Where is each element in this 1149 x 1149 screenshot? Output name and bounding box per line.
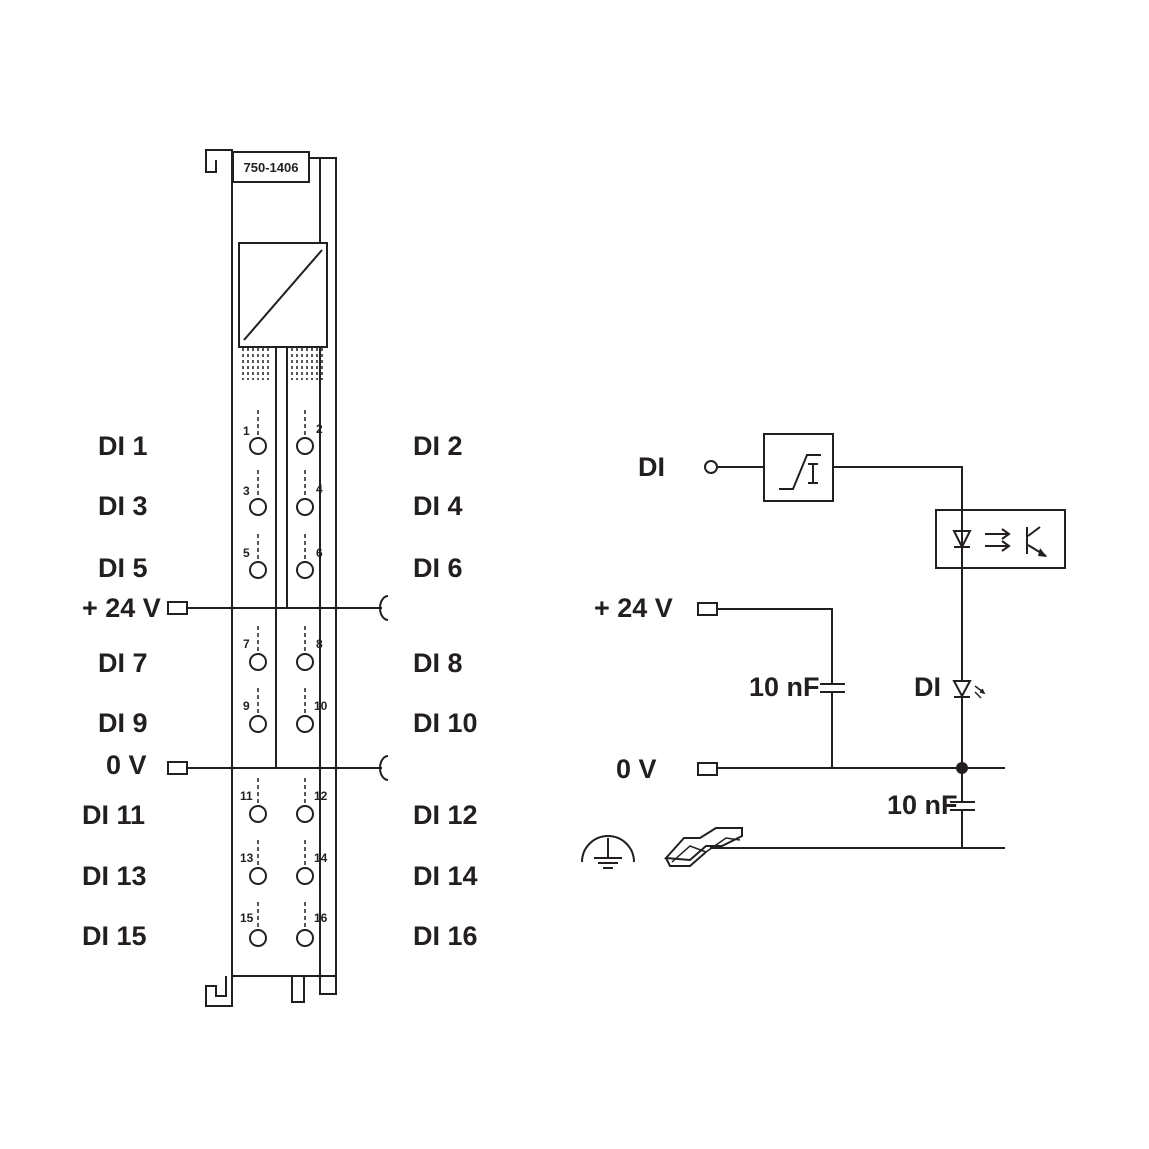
optocoupler xyxy=(935,509,1066,569)
label-di5: DI 5 xyxy=(98,553,148,583)
terminal-14[interactable] xyxy=(296,867,314,885)
status-led-icon xyxy=(952,680,986,699)
bottom-clip-mid xyxy=(291,976,305,1003)
terminal-number: 4 xyxy=(316,482,323,496)
opto-transistor-icon xyxy=(1026,526,1047,557)
input-circuit: DI xyxy=(581,433,1066,869)
top-clip-left xyxy=(205,149,233,173)
label-di11: DI 11 xyxy=(82,800,145,830)
terminal-number: 16 xyxy=(314,911,328,925)
label-di2: DI 2 xyxy=(413,431,463,461)
label-di9: DI 9 xyxy=(98,708,148,738)
label-di3: DI 3 xyxy=(98,491,148,521)
terminal-13[interactable] xyxy=(249,867,267,885)
circuit-input-label: DI xyxy=(638,452,665,482)
terminal-5[interactable] xyxy=(249,561,267,579)
opto-led-icon xyxy=(952,510,972,568)
capacitor-1-icon xyxy=(820,683,845,693)
cap2-label: 10 nF xyxy=(887,790,958,820)
terminal-24v-right xyxy=(379,595,389,621)
terminal-number: 13 xyxy=(240,851,254,865)
label-di8: DI 8 xyxy=(413,648,463,678)
input-terminal xyxy=(704,460,718,474)
circuit-0v-label: 0 V xyxy=(616,754,657,784)
terminal-1[interactable] xyxy=(249,437,267,455)
label-24v: + 24 V xyxy=(82,593,161,623)
terminal-9[interactable] xyxy=(249,715,267,733)
terminal-10[interactable] xyxy=(296,715,314,733)
part-number: 750-1406 xyxy=(244,160,299,175)
filter-symbol xyxy=(779,454,821,490)
terminal-number: 5 xyxy=(243,546,250,560)
converter-diagonal xyxy=(243,249,323,341)
terminal-number: 9 xyxy=(243,699,250,713)
terminal-number: 6 xyxy=(316,546,323,560)
terminal-number: 14 xyxy=(314,851,328,865)
io-module: 750-1406 xyxy=(167,149,389,1007)
label-di4: DI 4 xyxy=(413,491,463,521)
circuit-24v-label: + 24 V xyxy=(594,593,673,623)
terminal-11[interactable] xyxy=(249,805,267,823)
label-di15: DI 15 xyxy=(82,921,147,951)
terminal-7[interactable] xyxy=(249,653,267,671)
bus-pins xyxy=(242,348,323,380)
module-labels-left: DI 1 DI 3 DI 5 + 24 V DI 7 DI 9 0 V DI 1… xyxy=(82,431,161,951)
terminal-number: 12 xyxy=(314,789,328,803)
terminal-number: 1 xyxy=(243,424,250,438)
led-label: DI xyxy=(914,672,941,702)
terminal-24v-left xyxy=(167,601,188,615)
terminal-number: 8 xyxy=(316,637,323,651)
filter-current-symbol xyxy=(808,463,818,484)
bottom-clip-left xyxy=(205,976,233,1007)
terminals-left-col xyxy=(249,410,267,947)
terminal-number: 11 xyxy=(240,789,253,803)
din-rail-icon xyxy=(663,827,743,867)
terminal-number: 10 xyxy=(314,699,328,713)
filter-out-wire xyxy=(833,466,963,510)
label-di1: DI 1 xyxy=(98,431,148,461)
label-di13: DI 13 xyxy=(82,861,147,891)
label-di12: DI 12 xyxy=(413,800,478,830)
label-di6: DI 6 xyxy=(413,553,463,583)
terminal-6[interactable] xyxy=(296,561,314,579)
ground-icon xyxy=(581,835,635,869)
label-di14: DI 14 xyxy=(413,861,478,891)
label-di10: DI 10 xyxy=(413,708,478,738)
part-number-box xyxy=(232,151,310,183)
circuit-0v-terminal xyxy=(697,762,718,776)
terminal-4[interactable] xyxy=(296,498,314,516)
terminal-number: 7 xyxy=(243,637,250,651)
terminal-12[interactable] xyxy=(296,805,314,823)
label-0v: 0 V xyxy=(106,750,147,780)
terminal-numbers: 1 2 3 4 5 6 7 8 9 10 11 12 13 14 15 16 xyxy=(240,422,328,925)
circuit-24v-terminal xyxy=(697,602,718,616)
supply-wire xyxy=(717,608,833,683)
label-di7: DI 7 xyxy=(98,648,148,678)
terminal-2[interactable] xyxy=(296,437,314,455)
label-di16: DI 16 xyxy=(413,921,478,951)
terminal-16[interactable] xyxy=(296,929,314,947)
terminal-number: 15 xyxy=(240,911,254,925)
terminal-3[interactable] xyxy=(249,498,267,516)
terminal-number: 3 xyxy=(243,484,250,498)
opto-arrows-icon xyxy=(985,528,1011,552)
module-labels-right: DI 2 DI 4 DI 6 DI 8 DI 10 DI 12 DI 14 DI… xyxy=(413,431,478,951)
filter-block xyxy=(763,433,834,502)
cap1-label: 10 nF xyxy=(749,672,820,702)
terminal-15[interactable] xyxy=(249,929,267,947)
terminal-0v-right xyxy=(379,755,389,781)
terminal-8[interactable] xyxy=(296,653,314,671)
terminal-number: 2 xyxy=(316,422,323,436)
bottom-clip-right xyxy=(319,976,337,995)
terminals-right-col xyxy=(296,410,314,947)
terminal-0v-left xyxy=(167,761,188,775)
